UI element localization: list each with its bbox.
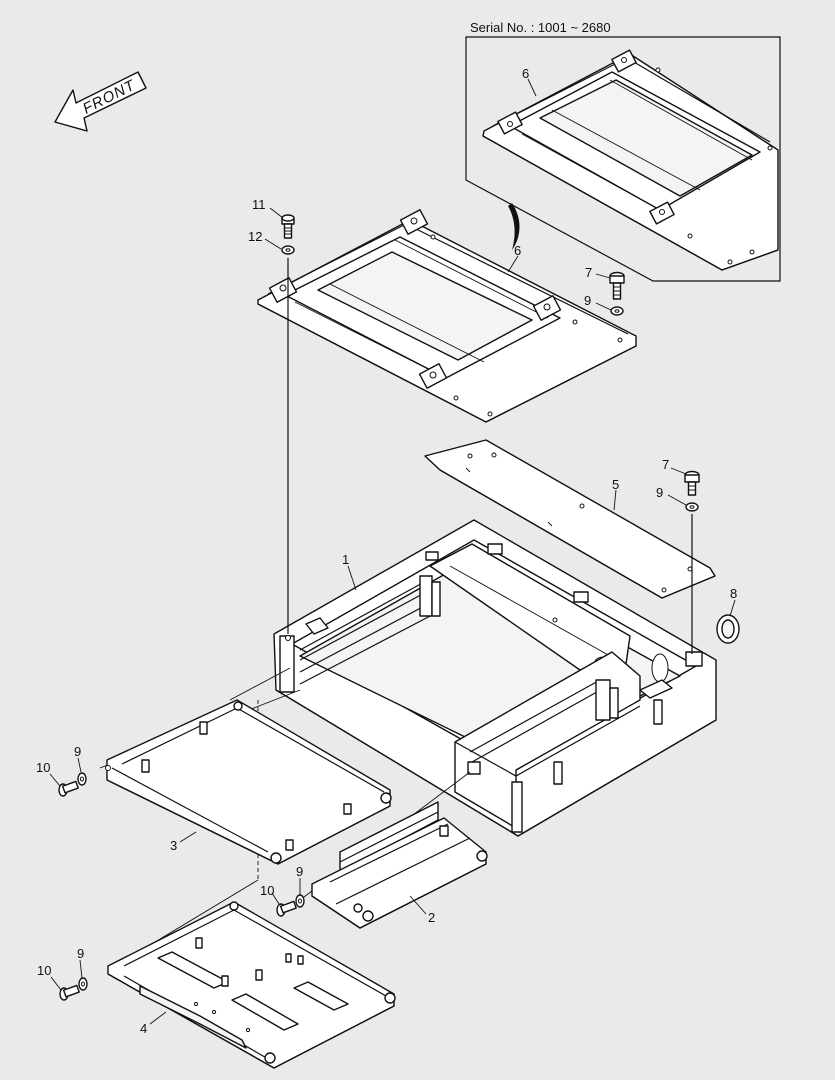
washer-9-c bbox=[78, 977, 88, 991]
bracket-3 bbox=[105, 699, 392, 865]
bolt-7-lower bbox=[684, 470, 700, 496]
callout-6-main: 6 bbox=[514, 243, 521, 258]
bolt-10-b bbox=[276, 900, 297, 917]
callout-7-lower: 7 bbox=[662, 457, 669, 472]
callout-2: 2 bbox=[428, 910, 435, 925]
washer-9-mid bbox=[685, 502, 699, 512]
callout-9-mid: 9 bbox=[656, 485, 663, 500]
bolt-10-c bbox=[59, 984, 80, 1001]
front-label: FRONT bbox=[80, 76, 139, 117]
bracket-2 bbox=[311, 801, 488, 929]
callout-1: 1 bbox=[342, 552, 349, 567]
callouts: 11 12 6 6 7 9 7 9 5 8 1 9 10 3 9 10 2 9 … bbox=[36, 66, 737, 1036]
mounting-plate-5 bbox=[424, 439, 716, 599]
callout-8: 8 bbox=[730, 586, 737, 601]
washer-9-b bbox=[295, 894, 305, 908]
serial-note: Serial No. : 1001 ~ 2680 bbox=[470, 20, 611, 35]
bolt-7-upper bbox=[609, 271, 625, 300]
callout-4: 4 bbox=[140, 1021, 147, 1036]
grommet-8 bbox=[716, 614, 740, 644]
bolt-10-a bbox=[58, 780, 79, 797]
washer-9-upper bbox=[610, 306, 624, 316]
inset-cover-plate bbox=[482, 49, 779, 271]
callout-3: 3 bbox=[170, 838, 177, 853]
callout-10-b: 10 bbox=[260, 883, 274, 898]
front-arrow: FRONT bbox=[54, 71, 147, 132]
callout-9-upper: 9 bbox=[584, 293, 591, 308]
washer-9-a bbox=[77, 772, 87, 786]
callout-11: 11 bbox=[252, 197, 266, 212]
callout-7-upper: 7 bbox=[585, 265, 592, 280]
callout-6-inset: 6 bbox=[522, 66, 529, 81]
callout-5: 5 bbox=[612, 477, 619, 492]
bolt-11 bbox=[281, 214, 295, 239]
callout-10-c: 10 bbox=[37, 963, 51, 978]
callout-9-b: 9 bbox=[296, 864, 303, 879]
main-frame-1 bbox=[273, 519, 717, 837]
main-cover-plate bbox=[257, 209, 637, 423]
inset-frame: Serial No. : 1001 ~ 2680 bbox=[465, 20, 781, 282]
inset-pointer-arrow bbox=[508, 203, 520, 250]
leader-lines bbox=[49, 78, 736, 1025]
callout-9-c: 9 bbox=[77, 946, 84, 961]
callout-12: 12 bbox=[248, 229, 262, 244]
callout-9-a: 9 bbox=[74, 744, 81, 759]
washer-12 bbox=[281, 245, 295, 255]
bracket-4 bbox=[107, 901, 396, 1069]
callout-10-a: 10 bbox=[36, 760, 50, 775]
